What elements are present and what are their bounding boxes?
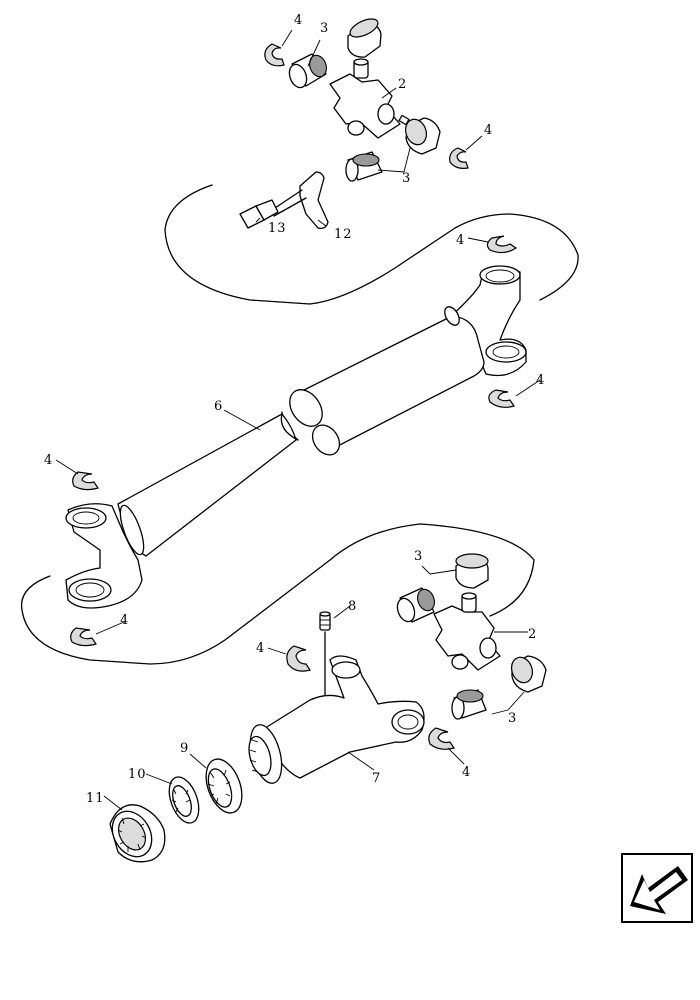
callout-label: 7 <box>372 771 381 786</box>
washer-part <box>168 776 200 824</box>
callout-label: 4 <box>120 613 129 628</box>
dust-cap-part <box>109 804 166 863</box>
callout-label: 13 <box>268 221 287 236</box>
lower-assembly-outline <box>20 523 535 665</box>
callout-label: 4 <box>484 123 493 138</box>
grease-fitting-part <box>319 611 331 701</box>
needle-bearing-part <box>396 587 435 623</box>
callout-label: 4 <box>294 13 303 28</box>
callout-label: 6 <box>214 399 223 414</box>
callout-label: 2 <box>528 627 537 642</box>
snap-ring-part <box>286 645 311 672</box>
snap-ring-part <box>449 147 469 169</box>
snap-ring-part <box>264 43 285 67</box>
bearing-cup-part <box>347 18 382 58</box>
cross-spider-part <box>433 592 501 671</box>
snap-ring-part <box>428 727 455 750</box>
callout-labels: 4 3 2 4 3 13 12 4 4 6 4 4 3 8 2 4 3 4 7 … <box>44 13 545 806</box>
callout-leaders <box>55 29 541 811</box>
needle-bearing-part <box>345 151 383 182</box>
snap-ring-part <box>72 471 99 491</box>
cross-spider-part <box>329 58 410 139</box>
callout-label: 3 <box>402 171 411 186</box>
strap-and-bolt <box>239 171 329 230</box>
callout-label: 4 <box>462 765 471 780</box>
snap-ring-part <box>70 627 97 647</box>
callout-label: 8 <box>348 599 357 614</box>
callout-label: 3 <box>508 711 517 726</box>
bearing-cup-part <box>405 117 441 155</box>
needle-bearing-part <box>451 689 487 720</box>
callout-label: 3 <box>414 549 423 564</box>
seal-part <box>205 758 243 814</box>
callout-label: 9 <box>180 741 189 756</box>
callout-label: 4 <box>44 453 53 468</box>
callout-label: 4 <box>456 233 465 248</box>
callout-label: 12 <box>334 227 353 242</box>
snap-ring-part <box>486 235 518 254</box>
lower-universal-joint <box>396 553 547 720</box>
bearing-cup-part <box>455 553 489 589</box>
drive-shaft-assembly <box>65 265 527 609</box>
callout-label: 10 <box>128 767 147 782</box>
bearing-cup-part <box>511 655 547 693</box>
callout-label: 11 <box>86 791 105 806</box>
callout-label: 3 <box>320 21 329 36</box>
previous-page-arrow-icon[interactable] <box>621 853 693 923</box>
upper-universal-joint <box>264 18 469 182</box>
callout-label: 2 <box>398 77 407 92</box>
snap-ring-part <box>488 389 515 408</box>
callout-label: 4 <box>256 641 265 656</box>
upper-assembly-outline <box>164 184 579 305</box>
callout-label: 4 <box>536 373 545 388</box>
slip-yoke-part <box>248 655 425 784</box>
needle-bearing-part <box>288 53 327 89</box>
